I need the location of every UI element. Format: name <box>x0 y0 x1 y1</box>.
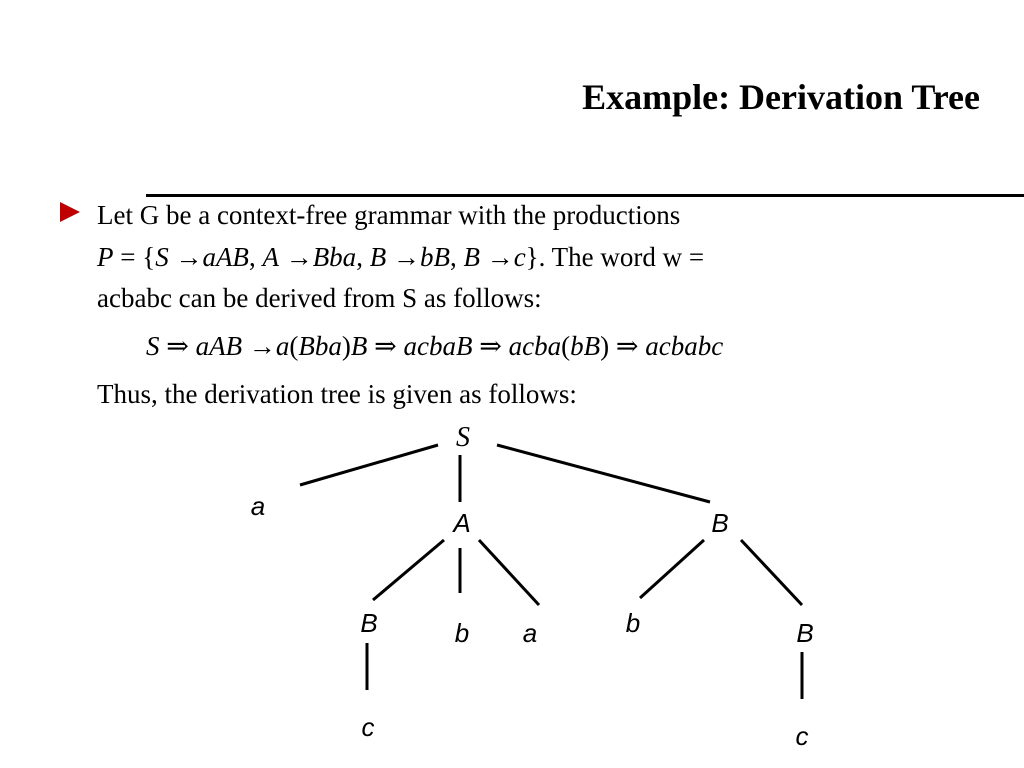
node-c-left: c <box>362 712 375 742</box>
rule3-lhs: B <box>369 242 387 272</box>
rule2-lhs: A <box>262 242 279 272</box>
edge-B-B <box>739 538 804 607</box>
deriv-term: acba <box>508 331 562 361</box>
deriv-step: ⇒ <box>367 331 404 361</box>
deriv-term: Bba <box>298 331 342 361</box>
slide-title: Example: Derivation Tree <box>582 77 980 117</box>
deriv-term: bB <box>570 331 601 361</box>
paren-close: ) <box>600 331 610 361</box>
set-open: = { <box>113 242 156 272</box>
comma: , <box>356 242 370 272</box>
edge-A-a <box>477 538 541 607</box>
paren-open: ( <box>289 331 299 361</box>
node-B-bottom: B <box>796 618 813 648</box>
rule3-arrow: → <box>386 242 420 272</box>
comma: , <box>449 242 464 272</box>
rule4-lhs: B <box>463 242 480 272</box>
rule1-arrow: → <box>168 242 203 272</box>
deriv-step: ⇒ <box>159 331 196 361</box>
title-divider <box>146 194 1024 197</box>
word-line: acbabc can be derived from S as follows: <box>97 283 542 313</box>
deriv-step: ⇒ <box>472 331 509 361</box>
node-a-right: a <box>523 618 537 648</box>
deriv-result: acbabc <box>645 331 724 361</box>
deriv-term: a <box>275 331 290 361</box>
deriv-start: S <box>146 331 160 361</box>
tree-nodes: S a A B B b a b B c c <box>251 422 814 751</box>
set-close: } <box>525 242 539 272</box>
paren-close: ) <box>341 331 351 361</box>
edge-s-B <box>496 443 711 504</box>
comma: , <box>248 242 263 272</box>
deriv-term: acbaB <box>403 331 473 361</box>
node-b-right: b <box>626 608 640 638</box>
productions-line: P = {S →aAB, A →Bba, B →bB, B →c}. The w… <box>97 244 704 271</box>
rule3-rhs: bB <box>419 242 450 272</box>
node-B-left: B <box>360 608 377 638</box>
node-root: S <box>456 422 470 453</box>
node-b-mid: b <box>455 618 469 648</box>
tree-edges <box>299 443 804 699</box>
node-a: a <box>251 491 265 521</box>
deriv-term: B <box>350 331 368 361</box>
rule1-lhs: S <box>155 242 169 272</box>
node-A: A <box>451 508 470 538</box>
deriv-arrow: → <box>242 331 276 361</box>
node-c-right: c <box>796 721 809 751</box>
p-symbol: P <box>97 242 114 272</box>
deriv-step: ⇒ <box>609 331 646 361</box>
rule4-arrow: → <box>479 242 514 272</box>
edge-A-B <box>372 538 445 602</box>
paren-open: ( <box>561 331 571 361</box>
edge-B-b <box>638 538 706 600</box>
conclusion-text: Thus, the derivation tree is given as fo… <box>97 379 577 409</box>
edge-s-a <box>299 443 439 487</box>
deriv-term: aAB <box>195 331 243 361</box>
rule4-rhs: c <box>513 242 526 272</box>
rule2-rhs: Bba <box>312 242 357 272</box>
word-intro: . The word w = <box>538 242 705 272</box>
bullet-triangle-icon <box>60 202 80 222</box>
intro-text: Let G be a context-free grammar with the… <box>97 200 681 230</box>
derivation-line: S ⇒ aAB →a(Bba)B ⇒ acbaB ⇒ acba(bB) ⇒ ac… <box>146 333 723 360</box>
rule1-rhs: aAB <box>202 242 249 272</box>
rule2-arrow: → <box>278 242 313 272</box>
node-B-right: B <box>711 508 728 538</box>
